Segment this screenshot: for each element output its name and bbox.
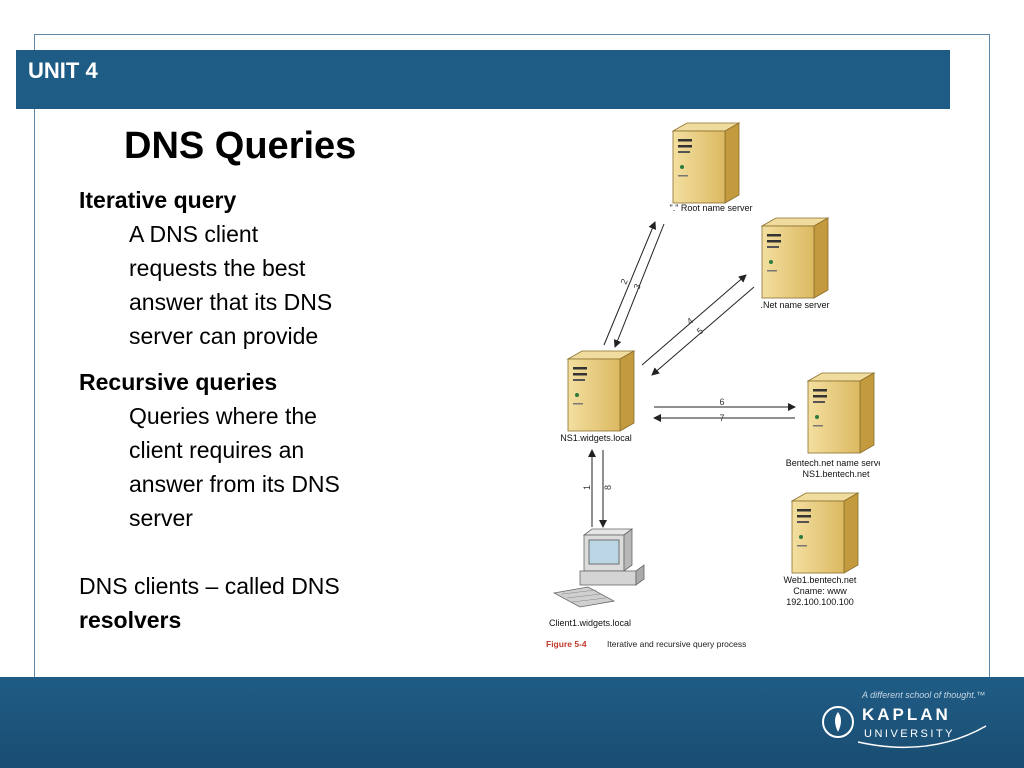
net-server-label: .Net name server [760,300,829,310]
header-bar [16,50,950,109]
bentech-label-2: NS1.bentech.net [802,469,870,479]
slide-title: DNS Queries [124,125,357,167]
bentech-server-icon [807,372,875,454]
ns1-server-icon [567,350,635,432]
recursive-queries-heading: Recursive queries [79,369,278,395]
web1-server-icon [791,492,859,574]
bentech-label-1: Bentech.net name server [786,458,880,468]
arrow-label-3: 3 [632,282,643,290]
resolver-bold: resolvers [79,607,182,633]
root-server-label: "." Root name server [670,203,753,213]
web1-label-1: Web1.bentech.net [784,575,857,585]
recursive-line-1: Queries where the [129,403,317,429]
arrow-label-6: 6 [719,397,724,407]
web1-label-2: Cname: www [793,586,847,596]
slide-body: Iterative query A DNS client requests th… [79,183,419,637]
iterative-line-1: A DNS client [129,221,259,247]
arrow-label-7: 7 [719,413,724,423]
iterative-line-4: server can provide [129,323,319,349]
iterative-line-2: requests the best [129,255,306,281]
kaplan-seal-icon [822,706,854,738]
net-server-icon [761,217,829,299]
arrow-label-2: 2 [619,277,630,285]
arrow-label-1: 1 [582,485,592,490]
arrow-label-5: 5 [695,326,705,337]
recursive-line-3: answer from its DNS [129,471,340,497]
client-label: Client1.widgets.local [549,618,631,628]
recursive-line-4: server [129,505,193,531]
figure-caption-text: Iterative and recursive query process [607,639,746,649]
footer-tagline: A different school of thought.™ [862,690,986,700]
client-computer-icon [552,528,645,608]
kaplan-university-logo: KAPLAN UNIVERSITY [822,705,987,749]
arrow-label-8: 8 [603,485,613,490]
dns-query-figure: "." Root name server .Net name server NS… [546,122,880,649]
web1-label-3: 192.100.100.100 [786,597,854,607]
iterative-query-heading: Iterative query [79,187,237,213]
recursive-line-2: client requires an [129,437,305,463]
arrow-label-4: 4 [685,316,695,327]
root-server-icon [672,122,740,204]
resolver-line: DNS clients – called DNS [79,573,340,599]
unit-title: UNIT 4 [28,58,98,83]
logo-kaplan-text: KAPLAN [862,705,951,724]
iterative-line-3: answer that its DNS [129,289,333,315]
figure-caption-label: Figure 5-4 [546,639,587,649]
logo-university-text: UNIVERSITY [864,728,955,740]
ns1-label: NS1.widgets.local [560,433,632,443]
